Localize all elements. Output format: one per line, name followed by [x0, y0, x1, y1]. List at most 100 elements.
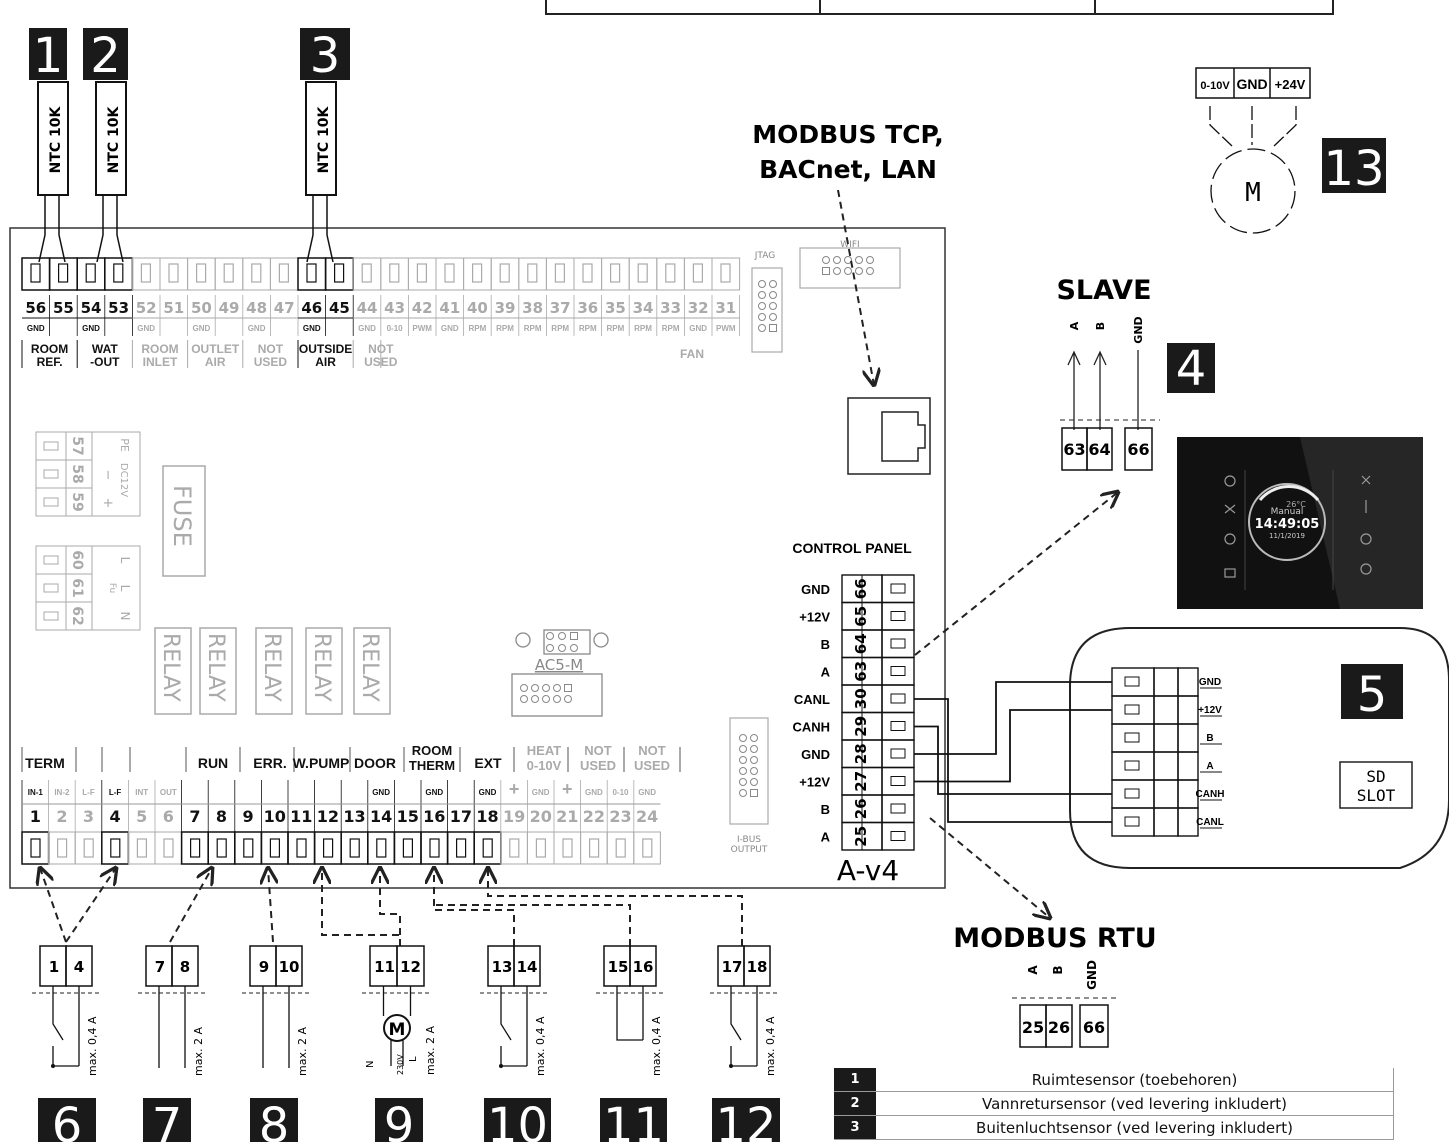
- legend-text: Buitenluchtsensor (ved levering inkluder…: [876, 1115, 1394, 1140]
- legend-num: 1: [834, 1068, 876, 1092]
- svg-text:4: 4: [74, 958, 84, 976]
- svg-text:26: 26: [852, 798, 870, 819]
- svg-text:RPM: RPM: [524, 324, 542, 333]
- svg-text:GND: GND: [1236, 76, 1267, 92]
- svg-text:GND: GND: [441, 324, 459, 333]
- svg-text:9: 9: [259, 958, 269, 976]
- display-date: 11/1/2019: [1269, 532, 1305, 540]
- svg-text:NOT: NOT: [258, 342, 284, 356]
- bottom-terminal: 7: [180, 780, 209, 865]
- svg-text:6: 6: [163, 807, 174, 826]
- svg-text:54: 54: [81, 299, 102, 317]
- callout-number: 2: [83, 28, 128, 84]
- svg-text:63: 63: [1063, 440, 1085, 459]
- svg-text:A: A: [821, 830, 831, 845]
- svg-text:-OUT: -OUT: [90, 355, 120, 369]
- svg-text:34: 34: [633, 299, 654, 317]
- svg-text:16: 16: [633, 958, 654, 976]
- svg-text:39: 39: [495, 299, 516, 317]
- svg-text:17: 17: [450, 807, 472, 826]
- svg-text:31: 31: [715, 299, 736, 317]
- svg-text:53: 53: [108, 299, 129, 317]
- svg-text:N: N: [118, 612, 132, 621]
- svg-text:W.PUMP: W.PUMP: [293, 755, 350, 771]
- svg-text:NOT: NOT: [584, 743, 612, 758]
- svg-text:56: 56: [25, 299, 46, 317]
- svg-text:M: M: [1245, 178, 1261, 208]
- svg-text:11: 11: [290, 807, 312, 826]
- svg-text:Fu: Fu: [107, 583, 117, 593]
- svg-text:L-F: L-F: [109, 788, 122, 797]
- svg-text:4: 4: [1176, 341, 1207, 397]
- svg-text:max. 0,4 A: max. 0,4 A: [86, 1016, 99, 1076]
- svg-text:7: 7: [155, 958, 165, 976]
- svg-text:N: N: [365, 1061, 376, 1068]
- svg-text:CANH: CANH: [792, 720, 830, 735]
- top-terminal: 430-10: [380, 257, 409, 336]
- svg-text:RPM: RPM: [496, 324, 514, 333]
- svg-text:RPM: RPM: [662, 324, 680, 333]
- svg-text:8: 8: [216, 807, 227, 826]
- svg-text:10: 10: [279, 958, 300, 976]
- svg-text:max. 0,4 A: max. 0,4 A: [764, 1016, 777, 1076]
- svg-text:8: 8: [180, 958, 190, 976]
- svg-text:9: 9: [243, 807, 254, 826]
- svg-text:59: 59: [69, 492, 85, 511]
- svg-text:5: 5: [1357, 667, 1388, 723]
- svg-text:RPM: RPM: [607, 324, 625, 333]
- svg-text:12: 12: [400, 958, 421, 976]
- callout-number: 3: [300, 28, 350, 84]
- svg-text:PWM: PWM: [412, 324, 432, 333]
- svg-text:62: 62: [69, 606, 85, 625]
- svg-text:0-10V: 0-10V: [527, 758, 562, 773]
- svg-text:18: 18: [747, 958, 768, 976]
- control-panel-title: CONTROL PANEL: [792, 540, 912, 556]
- modbus-tcp-title-2: BACnet, LAN: [759, 155, 937, 184]
- svg-text:OUT: OUT: [160, 788, 177, 797]
- svg-text:47: 47: [274, 299, 295, 317]
- svg-text:15: 15: [397, 807, 419, 826]
- svg-text:RPM: RPM: [634, 324, 652, 333]
- svg-text:L: L: [118, 585, 132, 592]
- legend-num: 2: [834, 1091, 876, 1116]
- svg-text:ROOM: ROOM: [141, 342, 178, 356]
- svg-text:B: B: [821, 802, 830, 817]
- svg-text:51: 51: [163, 299, 184, 317]
- svg-text:GND: GND: [358, 324, 376, 333]
- svg-text:32: 32: [688, 299, 709, 317]
- display-temp: 26°C: [1286, 500, 1306, 509]
- svg-text:GND: GND: [801, 747, 830, 762]
- svg-text:64: 64: [1088, 440, 1110, 459]
- ntc-sensor: NTC 10K: [95, 81, 127, 263]
- bottom-terminal: 2IN-2: [48, 780, 76, 865]
- svg-text:17: 17: [722, 958, 743, 976]
- svg-text:20: 20: [530, 807, 552, 826]
- callout-number: 12: [712, 1098, 780, 1142]
- display-time: 14:49:05: [1255, 517, 1320, 532]
- svg-text:64: 64: [852, 633, 870, 654]
- svg-text:60: 60: [69, 550, 85, 570]
- svg-text:TERM: TERM: [25, 755, 65, 771]
- svg-text:ROOM: ROOM: [412, 743, 452, 758]
- svg-text:+: +: [509, 779, 520, 799]
- relay: RELAY: [305, 627, 343, 715]
- svg-text:35: 35: [605, 299, 626, 317]
